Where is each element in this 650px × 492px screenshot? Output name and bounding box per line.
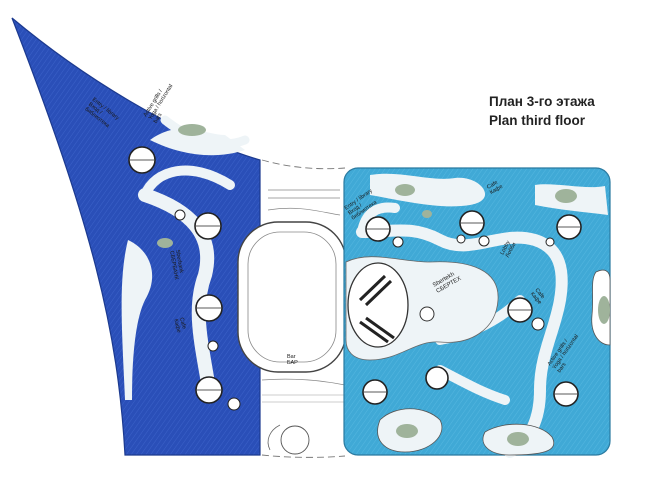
plan-title: План 3-го этажа Plan third floor — [489, 92, 595, 130]
label-text: СБЕРБАНК — [168, 250, 179, 281]
greenery — [157, 124, 610, 446]
plan-title-ru: План 3-го этажа — [489, 94, 595, 109]
label-text: Кафе — [172, 319, 181, 334]
label-bar: Bar БАР — [287, 354, 298, 366]
right-wing — [343, 167, 611, 458]
pods — [128, 146, 582, 411]
plan-title-en: Plan third floor — [489, 113, 585, 128]
central-stair — [347, 262, 435, 348]
label-text: Sberbank — [174, 249, 184, 273]
label-active-grills-left: Active grills / Yoga / horizontal bars — [143, 83, 175, 124]
label-entry-library-right: Entry / library Вход / библиотека — [344, 188, 379, 221]
label-text: bars — [153, 112, 164, 124]
label-sberbank: Sberbank СБЕРБАНК — [168, 249, 184, 281]
label-text: Cafe — [178, 317, 187, 330]
label-text: bars — [557, 362, 568, 374]
label-text: Cafe — [486, 180, 499, 191]
label-text: Bar — [287, 354, 296, 360]
label-cafe-left: Cafe Кафе — [172, 317, 187, 333]
label-text: БАР — [287, 360, 298, 366]
left-wing — [11, 17, 261, 456]
